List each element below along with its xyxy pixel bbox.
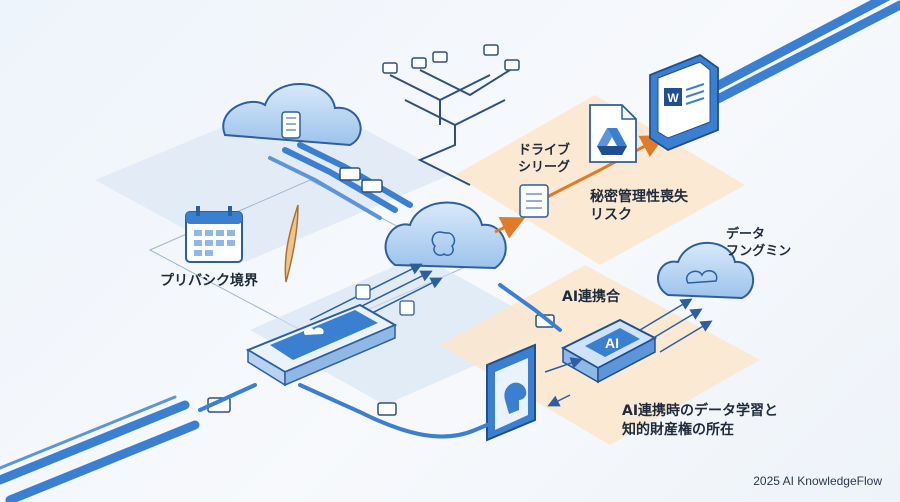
label-ai-learning-line2: 知的財産権の所在 bbox=[622, 422, 734, 438]
cloud-icon bbox=[384, 201, 507, 270]
cable bbox=[498, 283, 562, 332]
label-data-line2: フングミン bbox=[726, 244, 792, 259]
pipe-top-right bbox=[695, 0, 900, 107]
pipe-bottom-left bbox=[0, 395, 200, 502]
brain-icon bbox=[486, 343, 536, 442]
label-ai-integration: AI連携合 bbox=[562, 289, 621, 305]
plug-tree bbox=[389, 69, 511, 186]
label-drive-sharing-line1: ドライブ bbox=[518, 143, 571, 158]
footer-credit: 2025 AI KnowledgeFlow bbox=[753, 474, 882, 488]
cloud-icon bbox=[657, 241, 755, 300]
device-platform bbox=[245, 303, 398, 387]
word-icon: W bbox=[649, 53, 719, 152]
label-drive-sharing: ドライブ シリーグ bbox=[518, 142, 570, 176]
label-confidentiality-risk: 秘密管理性喪失 リスク bbox=[590, 188, 688, 224]
data-flow-arrow bbox=[544, 298, 713, 407]
label-confidentiality-line1: 秘密管理性喪失 bbox=[590, 189, 688, 205]
label-data-line1: データ bbox=[726, 227, 766, 242]
zone-orange-top bbox=[455, 95, 745, 265]
plug-icon bbox=[382, 44, 520, 74]
cable bbox=[198, 383, 489, 439]
server-icon bbox=[519, 184, 549, 218]
data-cube bbox=[355, 284, 415, 316]
label-ai-learning-line1: AI連携時のデータ学習と bbox=[622, 403, 779, 419]
label-data-fungmin: データ フングミン bbox=[726, 226, 791, 260]
cable-bundle bbox=[268, 142, 413, 220]
label-drive-sharing-line2: シリーグ bbox=[518, 160, 571, 175]
label-ai-learning-ip: AI連携時のデータ学習と 知的財産権の所在 bbox=[622, 402, 778, 440]
google-drive-icon bbox=[589, 104, 637, 163]
privacy-boundary-wall bbox=[284, 204, 299, 283]
label-confidentiality-line2: リスク bbox=[590, 207, 632, 223]
word-letter: W bbox=[667, 91, 679, 105]
label-privacy-boundary: プリバシク境界 bbox=[160, 273, 258, 289]
risk-arrow bbox=[494, 135, 666, 239]
ai-chip-label: AI bbox=[605, 335, 619, 351]
calendar-icon bbox=[185, 206, 243, 263]
cloud-icon bbox=[222, 82, 362, 147]
